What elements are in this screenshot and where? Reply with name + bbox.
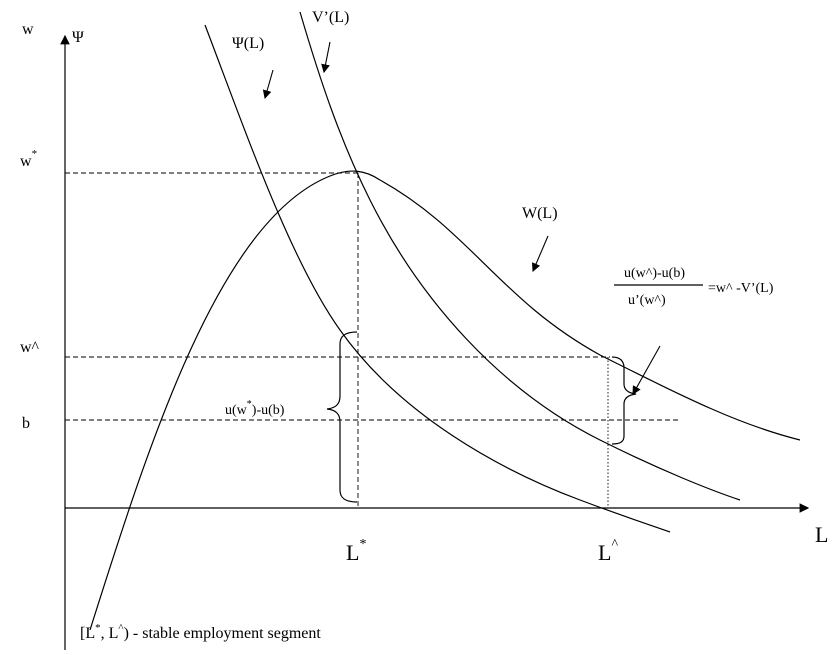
fraction-numerator: u(w^)-u(b) xyxy=(624,266,685,281)
arrow-w-of-l xyxy=(531,235,549,273)
arrow-psi xyxy=(262,69,274,100)
footer-note: [L*, L^) - stable employment segment xyxy=(80,622,321,642)
fraction-rhs: =w^ -V’(L) xyxy=(708,281,774,296)
arrow-fraction xyxy=(632,345,661,395)
label-psi: Ψ(L) xyxy=(232,35,264,52)
fraction-denominator: u’(w^) xyxy=(628,293,666,308)
y-axis-label-psi: Ψ xyxy=(72,29,84,46)
label-gap-left: u(w*)-u(b) xyxy=(225,399,285,418)
y-tick-b: b xyxy=(22,415,30,432)
x-tick-l-hat: L^ xyxy=(598,537,618,565)
curve-psi xyxy=(204,24,671,533)
brace-right xyxy=(611,356,637,445)
y-tick-w-hat: w^ xyxy=(20,339,40,356)
y-tick-w-star: w* xyxy=(20,148,37,170)
x-tick-l-star: L* xyxy=(346,537,366,565)
label-v-prime: V’(L) xyxy=(312,9,349,26)
brace-left xyxy=(326,331,358,503)
curve-v-prime xyxy=(299,11,741,501)
y-axis-label-w: w xyxy=(22,21,34,38)
label-w-of-l: W(L) xyxy=(522,205,558,222)
x-axis-label: L xyxy=(815,522,828,547)
arrow-v-prime xyxy=(321,41,331,74)
curve-w-of-l xyxy=(89,170,801,631)
